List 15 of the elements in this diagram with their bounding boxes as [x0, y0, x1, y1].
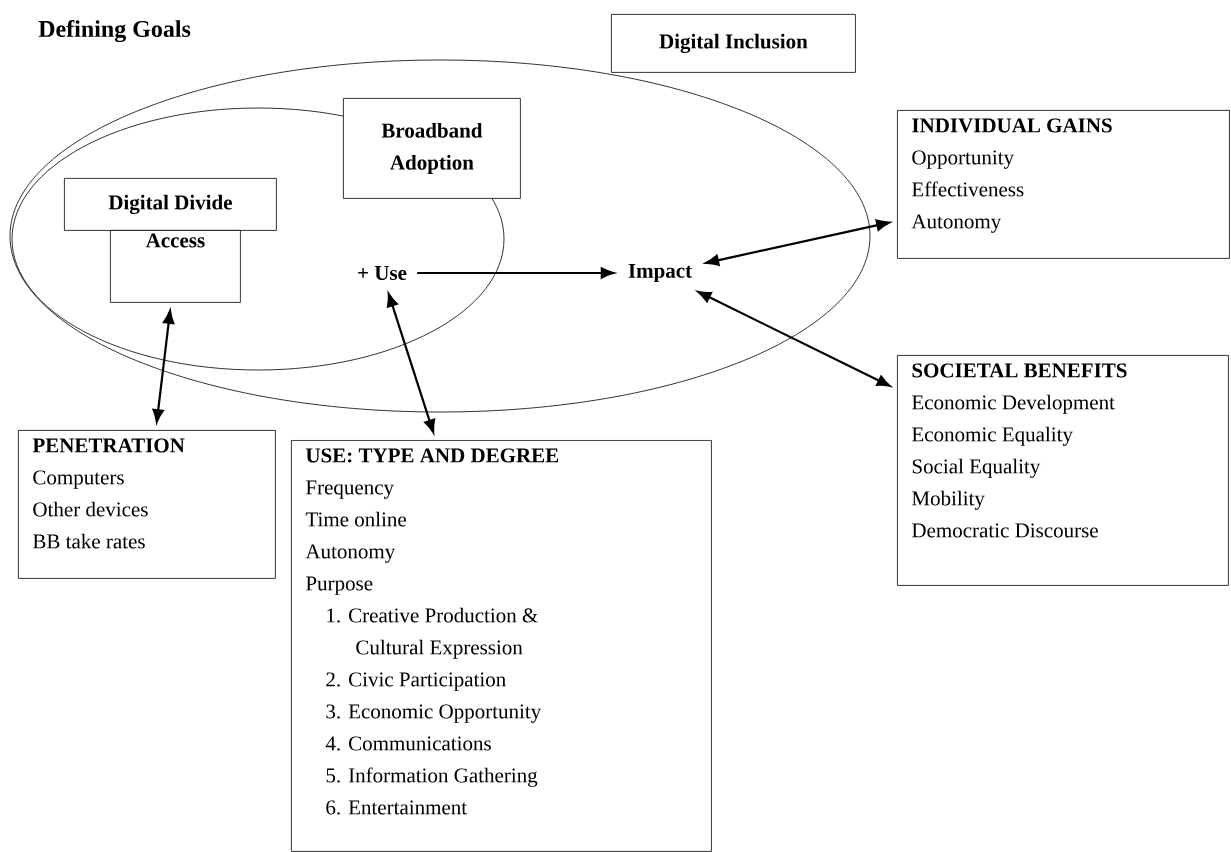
heading: Defining Goals	[38, 19, 191, 43]
double-arrow	[697, 290, 891, 387]
text-box: Digital Divide	[64, 178, 277, 231]
arrow	[417, 267, 615, 279]
text-box: INDIVIDUAL GAINS Opportunity Effectiveness Autonomy	[897, 110, 1230, 259]
text-box: Broadband Adoption	[343, 98, 521, 199]
text-box: SOCIETAL BENEFITS Economic Development Economic Equality Social Equality Mobility Democratic Discourse	[897, 355, 1229, 586]
node-label: Impact	[628, 263, 692, 283]
text-box: Digital Inclusion	[611, 14, 856, 73]
ellipse	[9, 59, 871, 413]
double-arrow	[705, 219, 890, 266]
text-box: Access	[110, 230, 241, 303]
text-box: PENETRATION Computers Other devices BB take rates	[18, 430, 276, 579]
node-label: + Use	[358, 266, 407, 280]
text-box: USE: TYPE AND DEGREE Frequency Time online Autonomy Purpose 1. Creative Production & Cultural Expression 2. Civic Participation 3. Economic Opportunity 4. Communications 5. Information Gathering 6. Entertainment	[291, 440, 712, 852]
